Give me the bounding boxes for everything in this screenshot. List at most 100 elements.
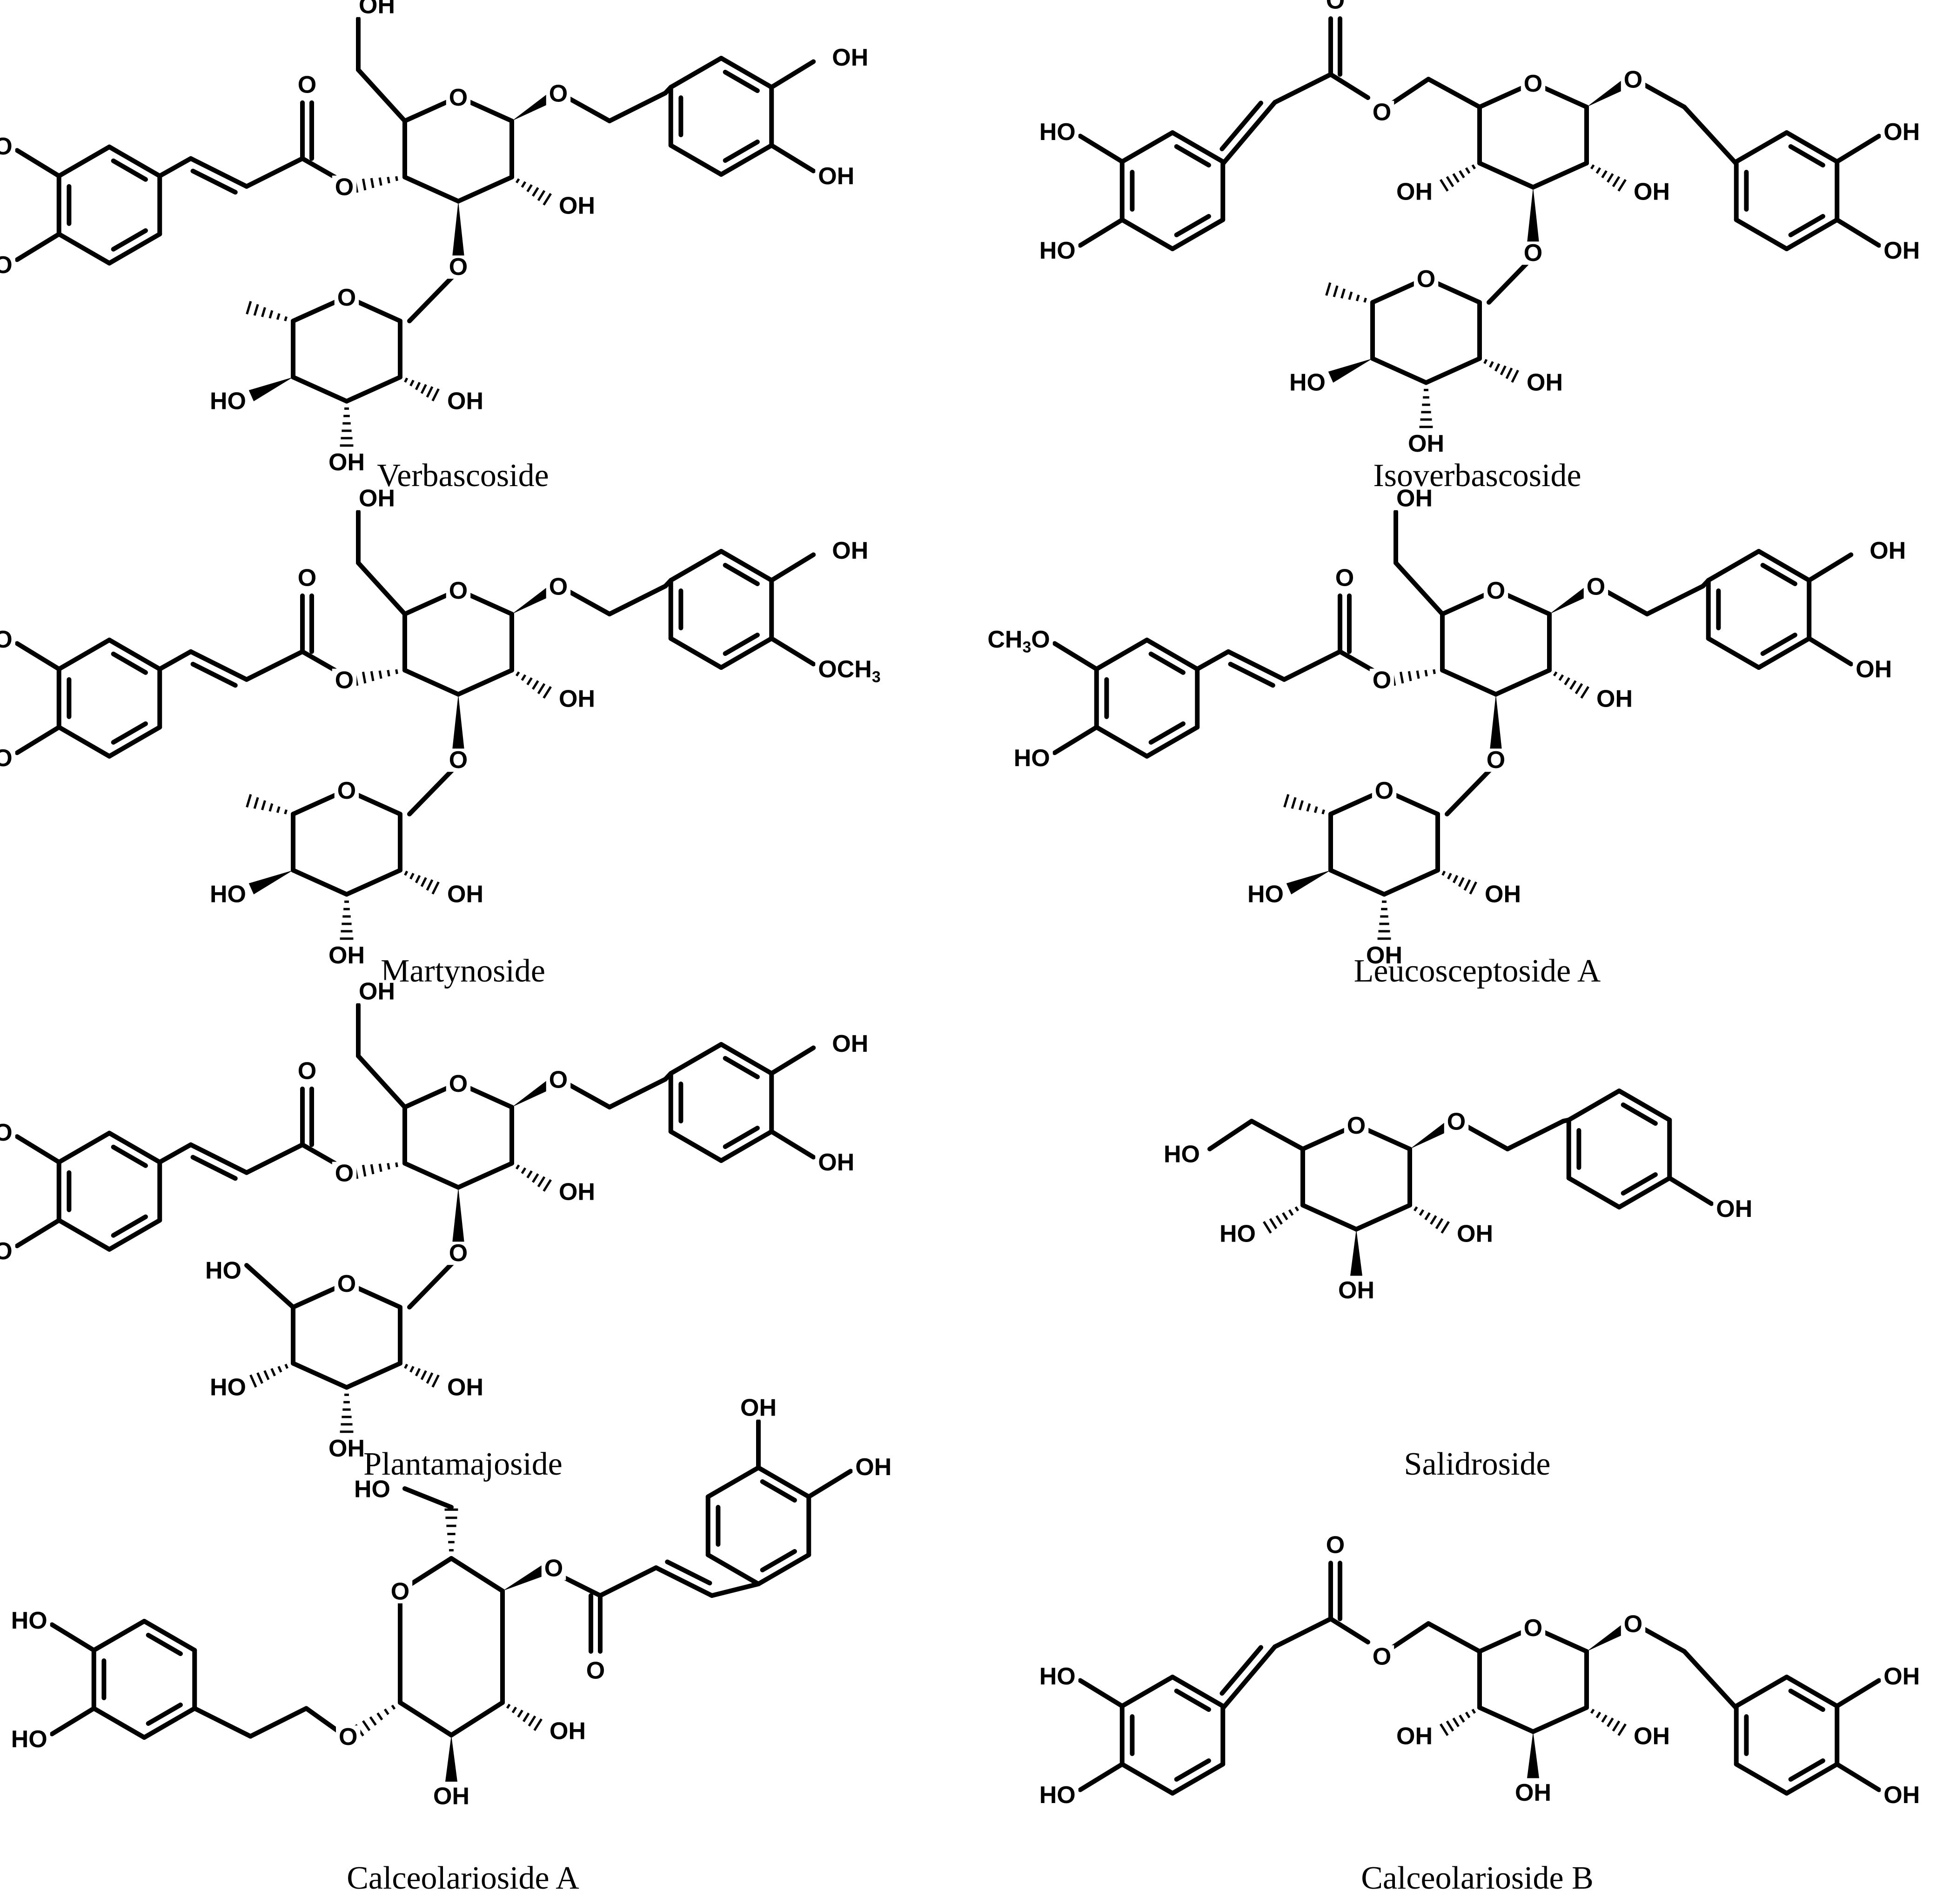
ring-bond (1566, 1089, 1621, 1122)
label-mask (0, 253, 15, 277)
ethyl-bond (565, 588, 612, 616)
label-mask (334, 1272, 359, 1296)
wedge-bond (502, 1562, 552, 1591)
hash-bond (543, 193, 552, 206)
hash-bond (391, 1704, 396, 1710)
hash-bond (1617, 179, 1627, 192)
compound-name-leucosceptoside-a: Leucosceptoside A (1354, 953, 1601, 989)
hash-bond (277, 1366, 282, 1373)
label-mask (444, 389, 486, 413)
aromatic-double-bond (723, 633, 760, 656)
ring-bond (1617, 1176, 1672, 1209)
hash-bond (1433, 669, 1436, 675)
hash-bond (378, 177, 382, 186)
hash-bond (1469, 881, 1477, 895)
aromatic-double-bond (111, 158, 148, 182)
label-mask (446, 86, 471, 109)
sugar-ring-bond (1477, 160, 1535, 190)
ethyl-bond (607, 91, 668, 123)
aromatic-double-bond (723, 70, 760, 93)
ester-oxygen-label: O (544, 1555, 563, 1582)
sugar-ring-bond (402, 174, 461, 204)
oh-label: OH (359, 978, 395, 1005)
hash-bond (1288, 1209, 1294, 1216)
ring-bond (91, 1619, 147, 1653)
hash-bond (1430, 1215, 1437, 1225)
label-mask (388, 1580, 413, 1603)
hash-bond (1494, 363, 1501, 372)
hash-bond (1452, 173, 1460, 183)
hash-bond (404, 870, 409, 876)
ring-bond (107, 1130, 162, 1165)
glycosidic-oxygen-label: O (1624, 67, 1642, 94)
label-mask (1524, 371, 1566, 394)
label-mask (207, 882, 249, 906)
oh-label: OH (433, 1783, 469, 1810)
hash-bond (276, 806, 281, 813)
hash-bond (521, 181, 527, 188)
label-mask (829, 46, 871, 70)
hash-bond (1459, 1714, 1465, 1723)
label-mask (1036, 239, 1079, 263)
hash-bond (270, 1368, 276, 1376)
bond-oh (49, 1622, 96, 1653)
label-mask (356, 0, 398, 17)
ring-bond (56, 1130, 112, 1165)
ring-bond (1170, 130, 1226, 164)
hash-bond (1617, 1723, 1627, 1736)
label-mask (0, 746, 15, 770)
oh-label: OH (855, 1454, 891, 1481)
ring-oxygen-label: O (337, 1270, 356, 1297)
label-mask (334, 286, 359, 309)
hash-bond (387, 669, 390, 677)
ring-bond (1119, 217, 1175, 251)
sugar-ring-bond (456, 1161, 514, 1190)
substituent-label: OH (1856, 656, 1892, 683)
hash-bond (284, 1363, 288, 1369)
ring-bond (1119, 130, 1175, 164)
hash-bond (268, 310, 274, 319)
alkene-bond (1221, 1644, 1277, 1710)
oh-label: OH (1485, 881, 1521, 908)
oh-label: OH (1883, 119, 1920, 146)
sugar-ring-bond (291, 868, 349, 897)
substituent-label: CH3O (987, 626, 1050, 656)
hash-bond (387, 176, 390, 184)
hash-bond (533, 1718, 543, 1731)
compound-name-calceolarioside-b: Calceolarioside B (1361, 1860, 1594, 1896)
hash-bond (1340, 288, 1346, 299)
sugar-ring-bond (402, 668, 461, 697)
hash-bond (537, 1176, 546, 1188)
wedge-bond (452, 1187, 464, 1243)
ester-oxygen-label: O (335, 174, 354, 200)
glycosidic-oxygen-label: O (1487, 747, 1505, 774)
sugar-ring-bond (1424, 356, 1482, 385)
hash-bond (1294, 1206, 1300, 1212)
ethyl-bond (1463, 1123, 1510, 1151)
bond-oh (1052, 725, 1099, 755)
label-mask (1521, 241, 1546, 265)
ring-oxygen-label: O (449, 1070, 468, 1097)
ho-label: HO (1039, 119, 1076, 146)
hash-bond (1590, 1709, 1595, 1714)
hash-bond (526, 677, 533, 686)
wedge-bond (452, 201, 464, 257)
alkene-bond (1226, 649, 1286, 682)
bond-aryl (157, 1142, 193, 1165)
ring-bond (56, 725, 112, 759)
label-mask (202, 1259, 244, 1283)
bond-oh (14, 1134, 61, 1165)
ho-label: HO (210, 881, 246, 908)
hash-bond (528, 1715, 536, 1727)
label-mask (1631, 1724, 1673, 1748)
label-mask (1217, 1222, 1259, 1246)
ring-bond (91, 1706, 147, 1740)
hash-bond (1269, 1218, 1278, 1229)
bond-c6 (356, 1054, 407, 1109)
hash-bond (246, 794, 252, 808)
label-mask (351, 1477, 393, 1501)
sugar-ring-bond (402, 1161, 461, 1190)
hash-bond (395, 1162, 398, 1168)
double-bond (1219, 1645, 1264, 1696)
glycosidic-oxygen-label: O (339, 1724, 357, 1750)
